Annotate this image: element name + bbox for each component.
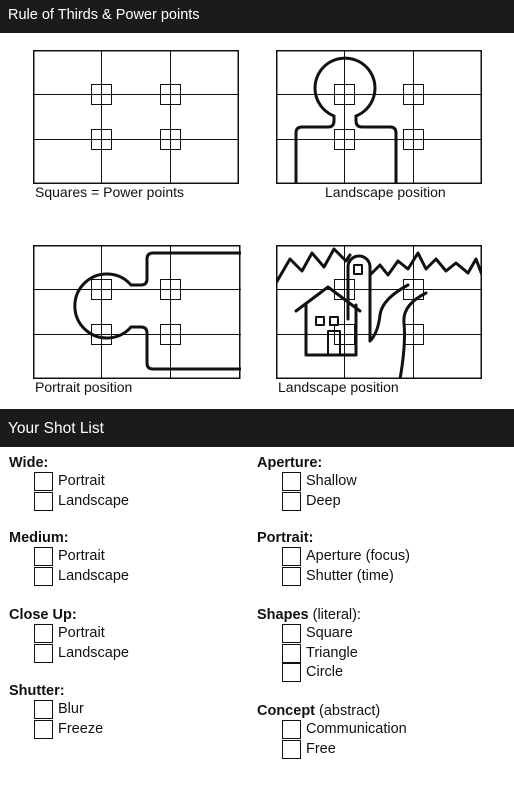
item-label: Landscape — [58, 492, 129, 509]
item-label: Communication — [306, 721, 407, 738]
section-header-rule-of-thirds: Rule of Thirds & Power points — [0, 0, 514, 33]
checklist-item[interactable]: Freeze — [34, 719, 104, 740]
group-wide: Wide: Portrait Landscape — [9, 454, 129, 511]
checklist-item[interactable]: Square — [282, 624, 361, 644]
checklist-item[interactable]: Free — [282, 739, 407, 760]
checkbox[interactable] — [34, 547, 53, 567]
group-title-main: Shapes — [257, 607, 309, 623]
caption-figure-landscape: Landscape position — [325, 184, 446, 200]
group-title-suffix: (abstract) — [315, 703, 381, 719]
caption-figure-portrait: Portrait position — [35, 379, 133, 395]
checklist-item[interactable]: Circle — [282, 663, 361, 683]
checklist-item[interactable]: Shutter (time) — [282, 566, 410, 587]
checkbox[interactable] — [282, 547, 301, 567]
group-title: Medium: — [9, 530, 69, 546]
section-header-shot-list: Your Shot List — [0, 409, 514, 447]
item-label: Freeze — [58, 720, 104, 737]
diagram-power-points — [33, 50, 239, 184]
item-label: Triangle — [306, 644, 358, 661]
checkbox[interactable] — [34, 700, 53, 720]
caption-barn-landscape: Landscape position — [278, 379, 399, 395]
checklist-item[interactable]: Triangle — [282, 643, 361, 664]
item-label: Shallow — [306, 473, 357, 490]
group-shapes: Shapes (literal): Square Triangle Circle — [257, 606, 361, 683]
checkbox[interactable] — [34, 472, 53, 492]
checkbox[interactable] — [34, 643, 53, 663]
group-title: Shapes (literal): — [257, 606, 361, 624]
checkbox[interactable] — [282, 472, 301, 492]
group-title: Portrait: — [257, 530, 314, 546]
checklist-item[interactable]: Blur — [34, 700, 103, 720]
item-label: Square — [306, 625, 353, 642]
item-label: Landscape — [58, 644, 129, 661]
group-title: Concept (abstract) — [257, 702, 407, 720]
group-title: Wide: — [9, 455, 49, 471]
item-label: Portrait — [58, 548, 105, 565]
checkbox[interactable] — [34, 566, 53, 586]
checkbox[interactable] — [282, 491, 301, 511]
checkbox[interactable] — [34, 624, 53, 644]
checkbox[interactable] — [282, 739, 301, 759]
group-title: Close Up: — [9, 607, 77, 623]
checklist-item[interactable]: Deep — [282, 491, 357, 512]
checkbox[interactable] — [282, 624, 301, 644]
checklist-item[interactable]: Portrait — [34, 472, 129, 492]
group-medium: Medium: Portrait Landscape — [9, 529, 129, 586]
checkbox[interactable] — [282, 566, 301, 586]
checkbox[interactable] — [34, 719, 53, 739]
item-label: Free — [306, 740, 336, 757]
item-label: Deep — [306, 492, 341, 509]
group-close-up: Close Up: Portrait Landscape — [9, 606, 129, 663]
checklist-item[interactable]: Landscape — [34, 491, 129, 512]
item-label: Portrait — [58, 625, 105, 642]
checkbox[interactable] — [34, 491, 53, 511]
checkbox[interactable] — [282, 720, 301, 740]
item-label: Landscape — [58, 567, 129, 584]
group-title-main: Concept — [257, 703, 315, 719]
group-title: Shutter: — [9, 683, 65, 699]
item-label: Shutter (time) — [306, 567, 394, 584]
checklist-item[interactable]: Portrait — [34, 624, 129, 644]
diagram-figure-portrait — [33, 245, 241, 379]
diagram-figure-landscape — [276, 50, 482, 184]
checklist-item[interactable]: Landscape — [34, 566, 129, 587]
item-label: Portrait — [58, 473, 105, 490]
checkbox[interactable] — [282, 643, 301, 663]
item-label: Circle — [306, 664, 344, 681]
item-label: Blur — [58, 701, 84, 718]
group-shutter: Shutter: Blur Freeze — [9, 682, 103, 739]
caption-power-points: Squares = Power points — [35, 184, 185, 200]
group-title-suffix: (literal): — [308, 607, 361, 623]
checklist-item[interactable]: Shallow — [282, 472, 357, 492]
checklist-item[interactable]: Portrait — [34, 547, 129, 567]
section-title: Rule of Thirds & Power points — [8, 7, 200, 23]
group-title: Aperture: — [257, 455, 323, 471]
group-portrait: Portrait: Aperture (focus) Shutter (time… — [257, 529, 410, 586]
group-aperture: Aperture: Shallow Deep — [257, 454, 357, 511]
checklist-item[interactable]: Landscape — [34, 643, 129, 664]
group-concept: Concept (abstract) Communication Free — [257, 702, 407, 759]
checklist-item[interactable]: Aperture (focus) — [282, 547, 410, 567]
section-title: Your Shot List — [8, 420, 104, 437]
checklist-item[interactable]: Communication — [282, 720, 407, 740]
diagram-barn-landscape — [276, 245, 482, 379]
item-label: Aperture (focus) — [306, 548, 410, 565]
checkbox[interactable] — [282, 663, 301, 683]
